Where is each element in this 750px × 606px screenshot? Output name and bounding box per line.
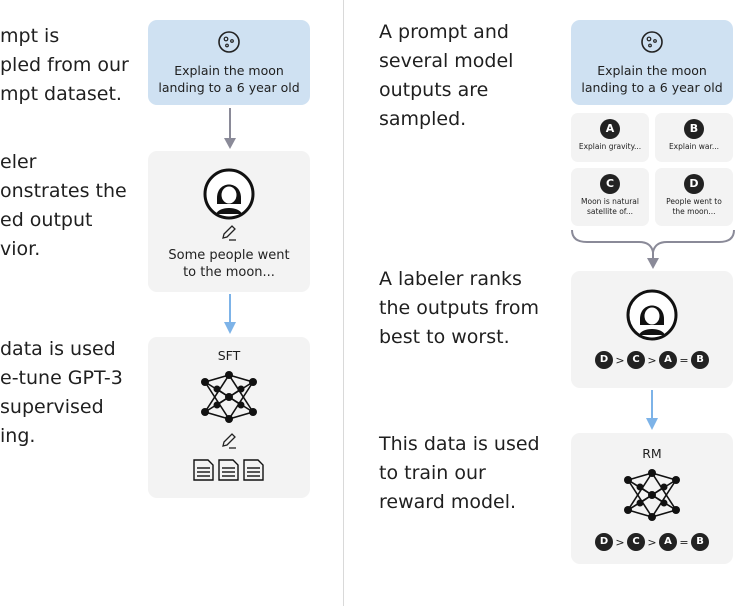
rank-operator: = (679, 535, 689, 549)
moon-icon (641, 31, 663, 53)
output-text: Explain gravity... (578, 142, 642, 151)
left-step3-text: data is used e-tune GPT-3 supervised ing… (0, 338, 123, 447)
right-arrow-2 (646, 390, 658, 430)
right-step2-text: A labeler ranks the outputs from best to… (379, 268, 540, 348)
rm-label: RM (642, 446, 662, 461)
moon-icon (218, 31, 240, 53)
output-card-b: B Explain war... (655, 113, 733, 162)
labeler-avatar-icon (626, 289, 678, 341)
rank-operator: > (647, 535, 657, 549)
right-step3-text: This data is used to train our reward mo… (379, 433, 540, 513)
rank-badge: D (595, 533, 613, 551)
output-letter: B (684, 119, 704, 139)
rank-operator: = (679, 353, 689, 367)
left-sft-box: SFT (148, 337, 310, 498)
neural-network-icon (624, 469, 680, 521)
rank-badge: D (595, 351, 613, 369)
documents-icon (193, 459, 264, 481)
rank-operator: > (615, 535, 625, 549)
column-divider (343, 0, 344, 606)
rank-badge: C (627, 351, 645, 369)
left-step2-text: eler onstrates the ed output vior. (0, 151, 127, 260)
rank-operator: > (615, 353, 625, 367)
ranking-row: D > C > A = B (571, 533, 733, 551)
output-letter: A (600, 119, 620, 139)
left-arrow-2 (224, 294, 236, 334)
output-text: People went to the moon... (666, 197, 722, 216)
left-prompt-text: Explain the moon landing to a 6 year old (158, 63, 300, 95)
left-prompt-box: Explain the moon landing to a 6 year old (148, 20, 310, 105)
right-step1-text: A prompt and several model outputs are s… (379, 21, 514, 130)
pencil-icon (222, 433, 236, 449)
output-letter: D (684, 174, 704, 194)
sft-label: SFT (217, 348, 241, 363)
output-letter: C (600, 174, 620, 194)
rank-badge: B (691, 533, 709, 551)
neural-network-icon (201, 371, 257, 423)
rank-badge: A (659, 351, 677, 369)
rank-badge: B (691, 351, 709, 369)
left-arrow-1 (224, 108, 236, 149)
rank-badge: C (627, 533, 645, 551)
right-rm-box: RM D > C > A = B (571, 433, 733, 564)
rank-operator: > (647, 353, 657, 367)
left-demo-output: Some people went to the moon... (168, 248, 290, 280)
right-prompt-box: Explain the moon landing to a 6 year old (571, 20, 733, 105)
left-demo-box: Some people went to the moon... (148, 151, 310, 292)
rank-badge: A (659, 533, 677, 551)
output-card-d: D People went to the moon... (655, 168, 733, 226)
output-card-a: A Explain gravity... (571, 113, 649, 162)
labeler-avatar-icon (203, 168, 255, 220)
output-card-c: C Moon is natural satellite of... (571, 168, 649, 226)
output-text: Explain war... (668, 142, 720, 151)
ranking-row: D > C > A = B (571, 351, 733, 369)
left-step1-text: mpt is pled from our mpt dataset. (0, 25, 129, 105)
right-rank-box: D > C > A = B (571, 271, 733, 388)
output-text: Moon is natural satellite of... (581, 197, 639, 216)
bracket-arrow (571, 229, 735, 269)
right-prompt-text: Explain the moon landing to a 6 year old (581, 63, 723, 95)
pencil-icon (222, 225, 236, 241)
